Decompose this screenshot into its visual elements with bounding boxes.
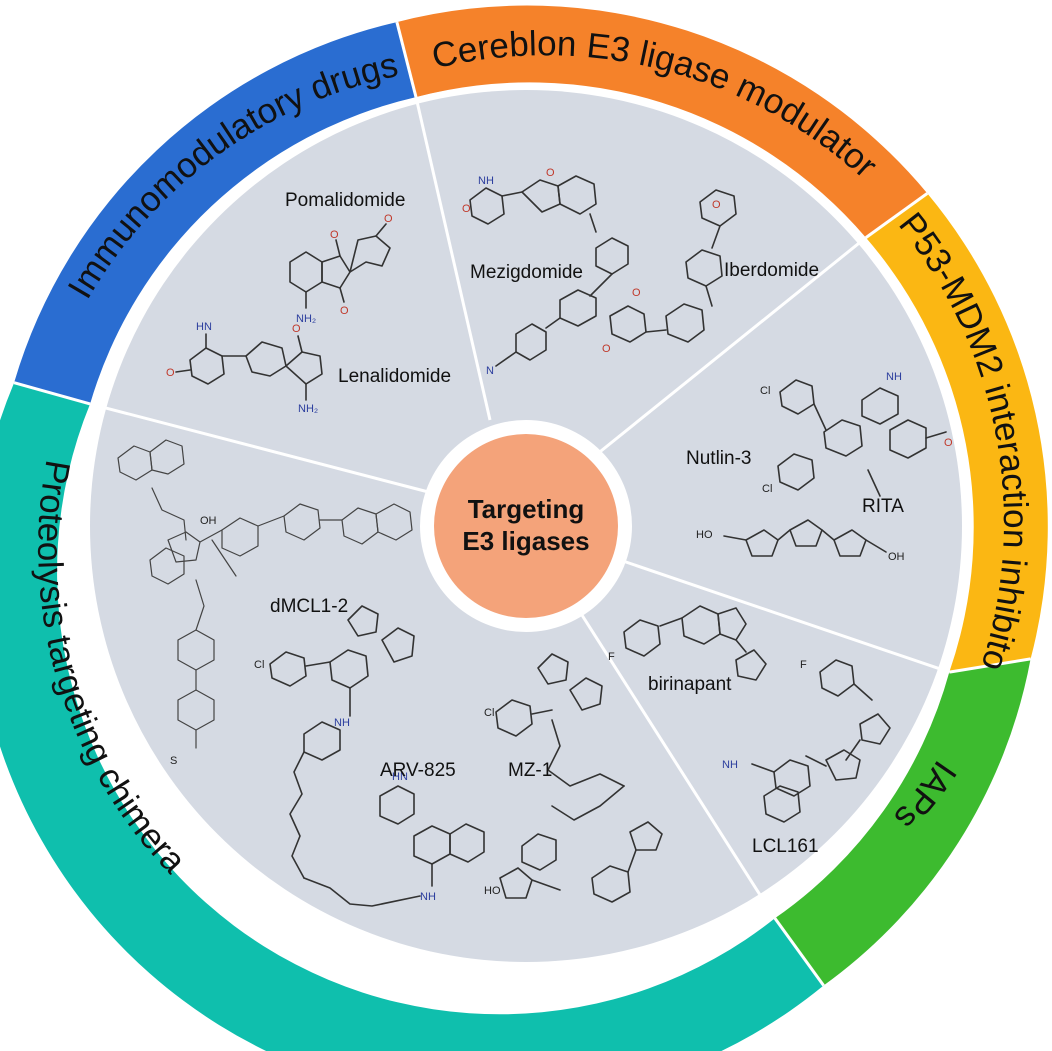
atom-label: OH xyxy=(888,551,905,563)
drug-label-nutlin3: Nutlin-3 xyxy=(686,448,751,469)
center-disk xyxy=(434,434,618,618)
drug-label-pomalidomide: Pomalidomide xyxy=(285,190,405,211)
drug-label-mz1: MZ-1 xyxy=(508,760,552,781)
atom-label: O xyxy=(712,199,721,211)
lcl161-structure: F NH xyxy=(722,659,891,823)
iberdomide-structure: O O O xyxy=(602,189,737,355)
atom-label: HN xyxy=(392,771,408,783)
center-title-line2: E3 ligases xyxy=(462,526,589,556)
atom-label: O xyxy=(292,323,301,335)
drug-label-iberdomide: Iberdomide xyxy=(724,260,819,281)
drug-label-lcl161: LCL161 xyxy=(752,836,819,857)
atom-label: Cl xyxy=(484,707,494,719)
atom-label: O xyxy=(340,305,349,317)
rita-structure: HO OH xyxy=(696,519,905,563)
atom-label: S xyxy=(170,755,177,767)
atom-label: Cl xyxy=(762,483,772,495)
ring-separators xyxy=(13,21,1031,987)
pomalidomide-structure: O O O NH₂ xyxy=(289,213,393,325)
atom-label: O xyxy=(602,343,611,355)
atom-label: O xyxy=(384,213,393,225)
drug-label-mezigdomide: Mezigdomide xyxy=(470,262,583,283)
atom-label: NH xyxy=(478,175,494,187)
atom-label: O xyxy=(330,229,339,241)
atom-label: HO xyxy=(696,529,713,541)
ring-sector-protac xyxy=(0,382,824,1051)
atom-label: Cl xyxy=(760,385,770,397)
mz1-structure: Cl HO xyxy=(484,653,663,903)
atom-label: NH₂ xyxy=(296,313,316,325)
atom-label: HN xyxy=(196,321,212,333)
atom-label: O xyxy=(546,167,555,179)
drug-label-rita: RITA xyxy=(862,496,904,517)
dmcl12-structure: OH S xyxy=(117,439,413,767)
atom-label: O xyxy=(166,367,175,379)
mezigdomide-structure: N O O NH xyxy=(462,167,629,377)
atom-label: NH xyxy=(886,371,902,383)
atom-label: NH xyxy=(334,717,350,729)
atom-label: F xyxy=(608,651,615,663)
drug-label-arv825: ARV-825 xyxy=(380,760,456,781)
atom-label: O xyxy=(944,437,953,449)
ring-sector-iaps xyxy=(774,658,1031,986)
atom-label: HO xyxy=(484,885,501,897)
atom-label: NH₂ xyxy=(298,403,318,415)
lenalidomide-structure: NH₂ HN O O xyxy=(166,321,323,415)
birinapant-structure: F xyxy=(608,605,767,681)
ring-sector-cereblon xyxy=(396,5,928,238)
atom-label: OH xyxy=(200,515,217,527)
ring-sector-p53 xyxy=(865,193,1048,673)
atom-label: O xyxy=(632,287,641,299)
atom-label: Cl xyxy=(254,659,264,671)
atom-label: F xyxy=(800,659,807,671)
inner-dividers xyxy=(89,96,950,920)
ring-sector-immunomodulatory xyxy=(14,22,416,404)
atom-label: NH xyxy=(722,759,738,771)
nutlin3-structure: Cl NH O Cl xyxy=(760,371,953,497)
atom-label: N xyxy=(486,365,494,377)
center-title-line1: Targeting xyxy=(468,494,585,524)
drug-label-dmcl12: dMCL1-2 xyxy=(270,596,348,617)
atom-label: NH xyxy=(420,891,436,903)
arv825-structure: Cl NH HN NH xyxy=(254,605,485,907)
atom-label: O xyxy=(462,203,471,215)
drug-label-birinapant: birinapant xyxy=(648,674,732,695)
drug-label-lenalidomide: Lenalidomide xyxy=(338,366,451,387)
